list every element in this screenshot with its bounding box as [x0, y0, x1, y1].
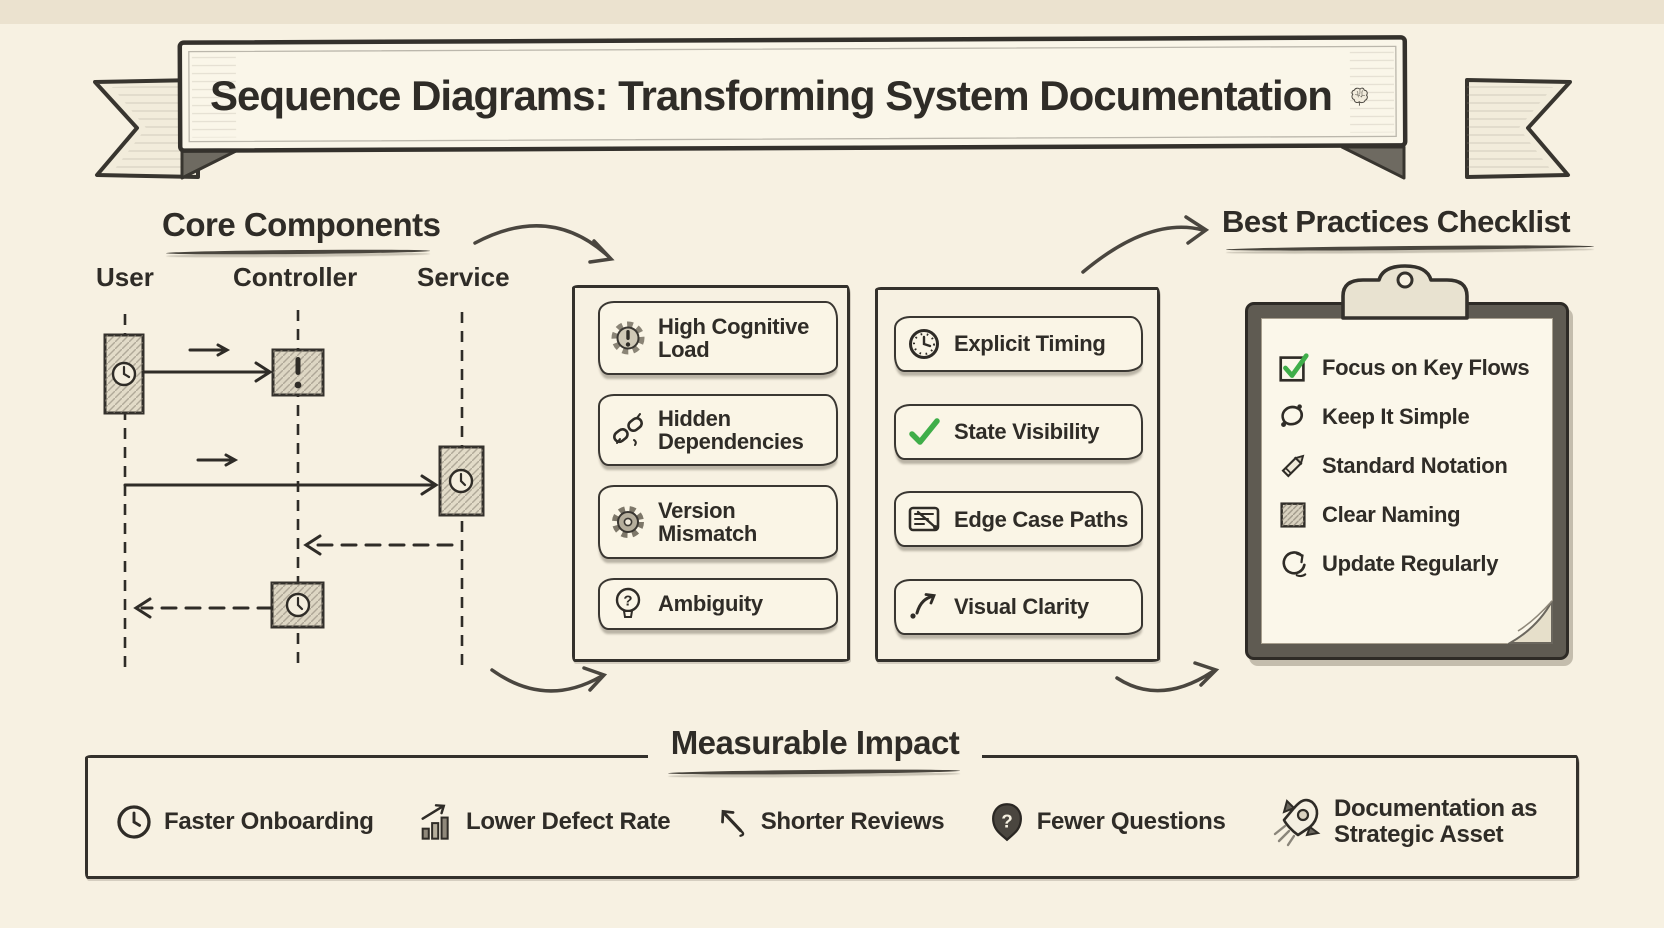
checklist-item-label: Keep It Simple	[1322, 404, 1470, 429]
lifeline-label-service: Service	[417, 262, 510, 292]
list-item-label: Hidden Dependencies	[658, 405, 804, 454]
clipboard: Focus on Key Flows Keep It Simple	[1245, 302, 1569, 660]
clock-icon	[117, 805, 151, 839]
bar-chart-icon	[421, 804, 449, 840]
rocket-icon	[1273, 798, 1321, 847]
svg-text:?: ?	[1001, 812, 1013, 833]
question-bulb-icon: ?	[615, 587, 641, 618]
page-title: Sequence Diagrams: Transforming System D…	[210, 72, 1333, 119]
checklist-item-label: Clear Naming	[1322, 502, 1461, 527]
impact-item: Faster Onboarding	[114, 802, 374, 842]
clock-icon	[909, 329, 939, 359]
checkbox-check-icon	[1279, 353, 1309, 382]
curved-arrow-icon	[910, 593, 936, 619]
arrow-to-clipboard	[1115, 670, 1214, 693]
list-item-label: Ambiguity	[658, 591, 763, 617]
activation-box-user	[103, 333, 145, 415]
checklist-item: Keep It Simple	[1276, 400, 1546, 434]
checklist-item-label: Focus on Key Flows	[1322, 355, 1530, 380]
arrow-to-problems	[473, 224, 610, 258]
page-curl	[1508, 600, 1553, 644]
list-item-label: Version Mismatch	[658, 497, 758, 546]
impact-item-label: Faster Onboarding	[164, 808, 374, 836]
backdrop-strip	[0, 0, 1664, 24]
hatched-square-icon	[1280, 502, 1306, 528]
impact-item-label: Shorter Reviews	[760, 808, 945, 836]
return-arrow-1	[303, 534, 454, 556]
title-ribbon	[93, 35, 1572, 180]
list-item: Visual Clarity	[894, 578, 1143, 635]
benefits-panel: Explicit Timing State Visibility Edge Ca…	[875, 287, 1160, 662]
svg-text:?: ?	[623, 593, 632, 610]
impact-item: ? Fewer Questions	[987, 802, 1226, 842]
core-components-underline	[165, 248, 431, 256]
message-arrow-1	[141, 343, 273, 383]
page-title-wrap: Sequence Diagrams: Transforming System D…	[210, 56, 1370, 136]
lifeline-label-controller: Controller	[233, 262, 358, 292]
list-item: Version Mismatch	[598, 485, 838, 559]
list-item-label: Visual Clarity	[954, 594, 1089, 620]
checklist-item: Update Regularly	[1276, 547, 1546, 581]
edge-case-icon	[908, 507, 940, 532]
checklist-underline	[1225, 244, 1595, 252]
gear-icon	[612, 506, 644, 538]
activation-box-service	[438, 445, 485, 517]
list-item-label: Explicit Timing	[954, 331, 1106, 357]
checklist-item: Standard Notation	[1276, 449, 1546, 483]
list-item: Edge Case Paths	[894, 491, 1143, 548]
list-item: High Cognitive Load	[598, 301, 838, 375]
list-item: Explicit Timing	[894, 316, 1143, 372]
impact-item: Shorter Reviews	[713, 803, 945, 841]
list-item-label: State Visibility	[954, 419, 1100, 445]
list-item-label: High Cognitive Load	[658, 313, 810, 362]
alert-gear-icon	[611, 321, 645, 355]
brain-icon	[1351, 87, 1368, 106]
checklist-item: Clear Naming	[1276, 498, 1546, 532]
list-item: State Visibility	[894, 403, 1143, 460]
lifeline-label-user: User	[96, 262, 154, 292]
loop-icon	[1281, 404, 1304, 428]
message-arrow-2	[123, 453, 439, 496]
list-item-label: Edge Case Paths	[954, 506, 1129, 532]
broken-link-icon	[613, 413, 643, 446]
impact-item-label: Fewer Questions	[1036, 808, 1226, 836]
arrow-to-checklist-heading	[1081, 225, 1205, 274]
impact-items: Faster Onboarding Lower Defect Rate Shor…	[100, 776, 1564, 868]
checklist-item-label: Standard Notation	[1322, 453, 1508, 478]
impact-heading: Measurable Impact	[648, 724, 982, 766]
clipboard-paper: Focus on Key Flows Keep It Simple	[1261, 318, 1553, 644]
impact-item: Lower Defect Rate	[416, 802, 671, 842]
checklist-item: Focus on Key Flows	[1276, 351, 1546, 385]
impact-item: Documentation as Strategic Asset	[1268, 794, 1550, 850]
list-item: Hidden Dependencies	[598, 394, 838, 466]
checklist-heading: Best Practices Checklist	[1222, 204, 1571, 239]
impact-item-label: Lower Defect Rate	[466, 808, 671, 836]
return-arrow-2	[133, 597, 274, 619]
check-icon	[909, 417, 940, 445]
pencil-icon	[1281, 454, 1305, 478]
activation-box-controller-timer	[270, 581, 325, 629]
ribbon-fold-right	[1340, 145, 1406, 180]
core-components-heading: Core Components	[162, 206, 441, 243]
sequence-diagram: controller (dashed) --> user (dashed) --…	[103, 310, 485, 668]
impact-item-label: Documentation as Strategic Asset	[1333, 795, 1538, 848]
activation-box-controller-alert	[271, 348, 325, 397]
checklist-item-label: Update Regularly	[1322, 551, 1499, 576]
clipboard-clip	[1341, 264, 1469, 320]
arrow-up-left-icon	[720, 809, 744, 837]
refresh-icon	[1282, 551, 1307, 578]
list-item: ? Ambiguity	[598, 578, 838, 630]
ribbon-banner	[177, 35, 1408, 153]
problems-panel: High Cognitive Load Hidden Dependencies …	[572, 285, 850, 662]
question-badge-icon: ?	[991, 803, 1022, 842]
